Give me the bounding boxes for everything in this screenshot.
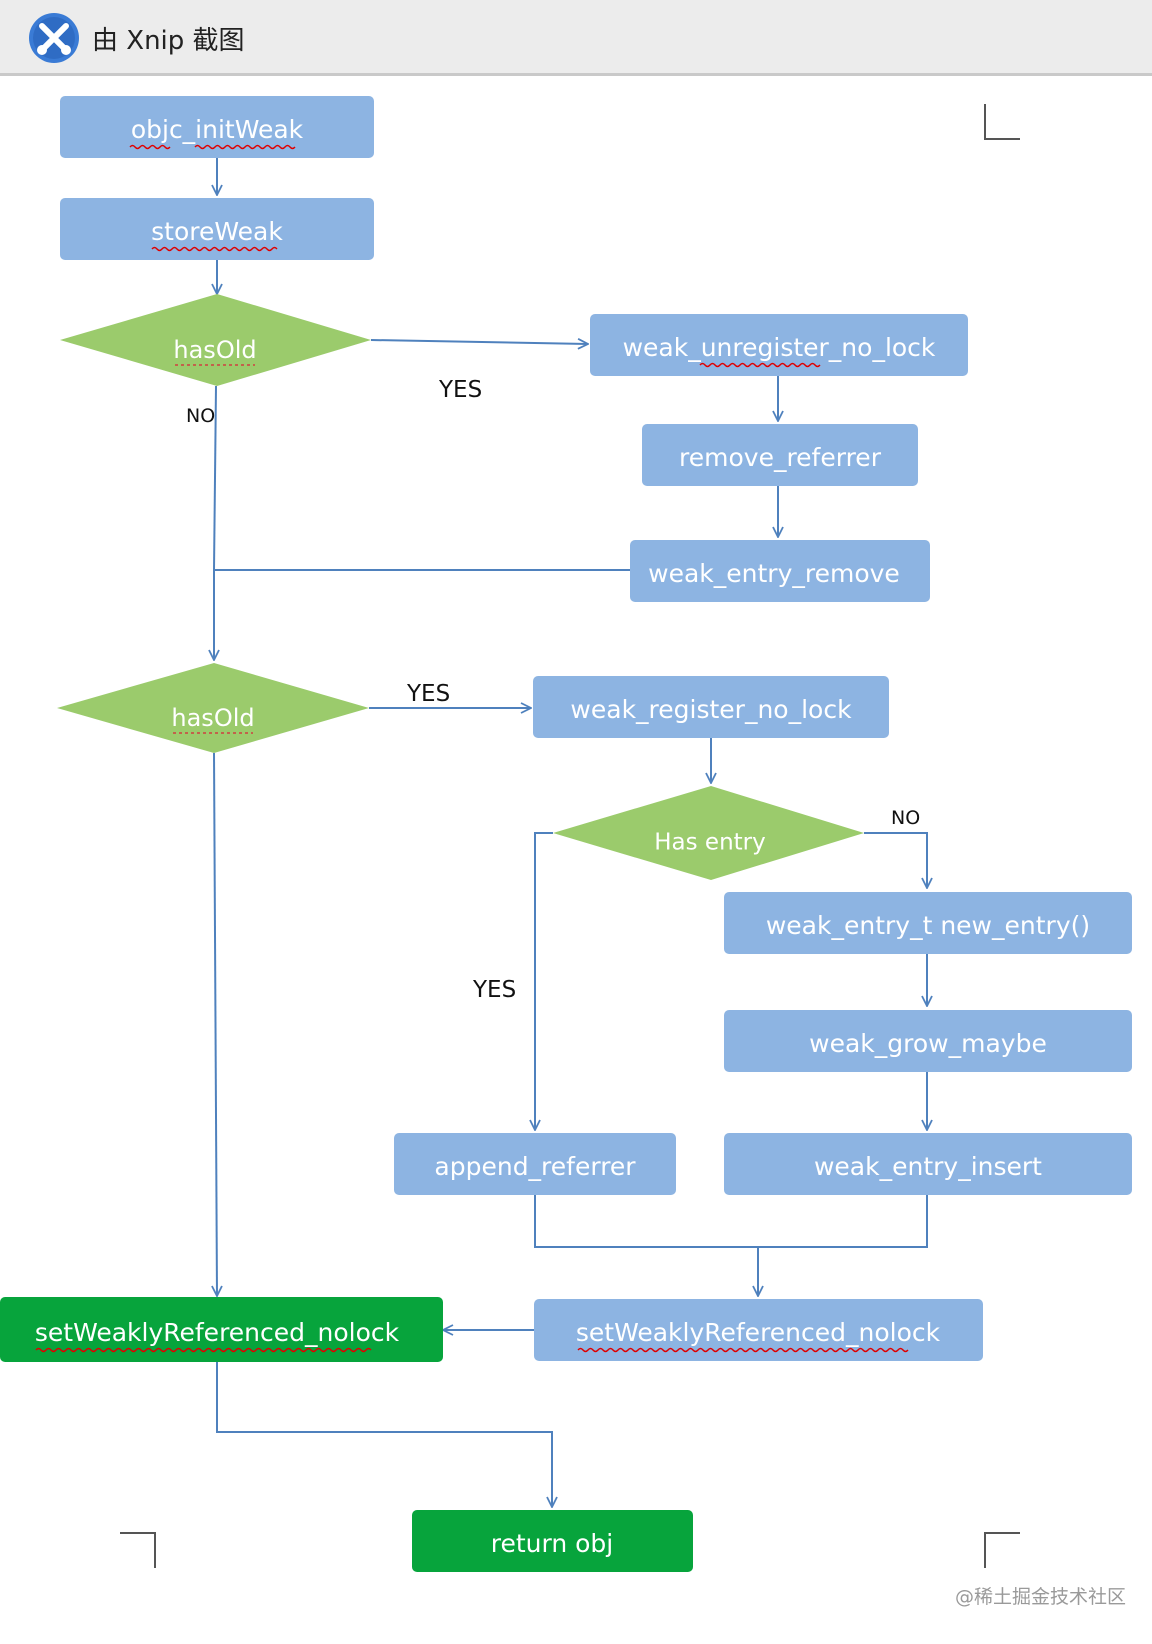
crop-mark-bottom-right: [984, 1532, 1020, 1568]
xnip-scissors-icon: [29, 13, 79, 63]
node-label: weak_unregister_no_lock: [623, 333, 936, 362]
edge-hasold1-unregister: [370, 340, 588, 344]
node-label: storeWeak: [151, 217, 283, 246]
spellcheck-underline: [129, 144, 296, 150]
node-return-obj: return obj: [412, 1510, 693, 1572]
node-label: weak_entry_t new_entry(): [766, 911, 1090, 940]
node-remove-referrer: remove_referrer: [642, 424, 918, 486]
edge-append-merge: [534, 1195, 928, 1248]
node-setweaklyreferenced-nolock-left: setWeaklyReferenced_nolock: [0, 1297, 443, 1362]
edge-hasold1-no: [213, 385, 217, 571]
watermark: @稀土掘金技术社区: [955, 1586, 1127, 1608]
edge-label-hasold1-no: NO: [186, 405, 215, 427]
spellcheck-underline: [151, 246, 278, 252]
crop-mark-bottom-left: [120, 1532, 156, 1568]
spellcheck-underline: [699, 362, 821, 368]
node-label: append_referrer: [434, 1152, 636, 1181]
node-weak-entry-insert: weak_entry_insert: [724, 1133, 1132, 1195]
node-weak-entry-remove: weak_entry_remove: [630, 540, 930, 602]
node-objc-initweak: objc_initWeak: [60, 96, 374, 158]
node-has-entry: Has entry: [553, 786, 864, 880]
node-append-referrer: append_referrer: [394, 1133, 676, 1195]
spellcheck-underline: [577, 1347, 909, 1353]
node-label: remove_referrer: [679, 443, 882, 472]
node-label: setWeaklyReferenced_nolock: [35, 1318, 400, 1347]
node-label: hasOld: [171, 704, 254, 732]
node-label: objc_initWeak: [131, 115, 304, 144]
edge-hasentry-yes: [535, 832, 553, 1130]
window-title: 由 Xnip 截图: [92, 26, 245, 56]
edge-label-has-entry-yes: YES: [472, 977, 516, 1003]
title-bar: 由 Xnip 截图: [0, 0, 1152, 76]
edge-setweak-left-return: [216, 1362, 552, 1507]
node-label: weak_grow_maybe: [809, 1029, 1047, 1058]
edge-label-hasold2-yes: YES: [406, 681, 450, 707]
crop-marks: [120, 104, 1020, 1568]
node-weak-register-no-lock: weak_register_no_lock: [533, 676, 889, 738]
node-label: weak_entry_insert: [814, 1152, 1042, 1181]
node-label: hasOld: [173, 336, 256, 364]
node-setweaklyreferenced-nolock-right: setWeaklyReferenced_nolock: [534, 1299, 983, 1361]
spellcheck-underline: [35, 1347, 372, 1353]
edges: [214, 158, 927, 1507]
node-label: return obj: [491, 1529, 614, 1558]
node-weak-unregister-no-lock: weak_unregister_no_lock: [590, 314, 968, 376]
node-label: weak_register_no_lock: [570, 695, 852, 724]
node-hasold-2: hasOld: [57, 663, 369, 753]
node-weak-grow-maybe: weak_grow_maybe: [724, 1010, 1132, 1072]
node-hasold-1: hasOld: [60, 294, 371, 386]
edge-label-has-entry-no: NO: [891, 807, 920, 829]
node-label: setWeaklyReferenced_nolock: [576, 1318, 941, 1347]
node-label: Has entry: [654, 830, 766, 856]
edge-label-hasold1-yes: YES: [438, 377, 482, 403]
edge-hasold2-no: [214, 752, 217, 1296]
node-weak-entry-t-new-entry: weak_entry_t new_entry(): [724, 892, 1132, 954]
node-label: weak_entry_remove: [648, 559, 900, 588]
node-storeweak: storeWeak: [60, 198, 374, 260]
edge-hasentry-no: [864, 832, 927, 888]
crop-mark-top-right: [984, 104, 1020, 140]
